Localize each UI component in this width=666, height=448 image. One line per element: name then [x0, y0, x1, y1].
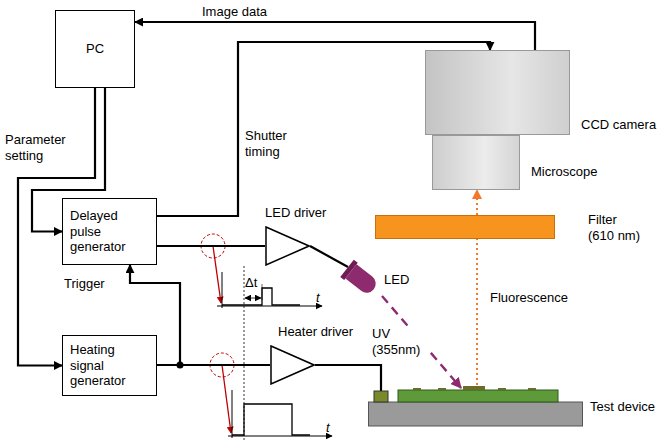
optical-filter: Filter (610 nm)	[375, 215, 555, 239]
alignment-line	[244, 266, 245, 440]
test-device-drawing	[368, 385, 583, 427]
pc-box: PC	[55, 10, 135, 88]
part-label: Microscope	[531, 164, 597, 180]
box-label: Heating signal generator	[70, 342, 149, 389]
driver-triangle	[270, 345, 315, 385]
led-driver: LED driver	[265, 226, 310, 266]
part-label: Heater driver	[278, 324, 353, 340]
part-label: Test device	[590, 399, 655, 415]
process-box: Delayed pulse generator	[62, 198, 157, 265]
connector-label: Parameter setting	[3, 132, 77, 165]
part-label: Filter (610 nm)	[588, 212, 646, 245]
driver-triangle	[265, 226, 310, 266]
ccd-camera: CCD camera	[425, 50, 570, 135]
connector-label: Trigger	[62, 276, 107, 292]
microscope: Microscope	[432, 135, 520, 190]
time-axis-label: t	[326, 420, 330, 436]
led: LED	[338, 258, 390, 304]
connector	[157, 245, 265, 247]
delay-tick	[262, 284, 263, 300]
delay-label: Δt	[245, 275, 257, 291]
heater-driver: Heater driver	[270, 345, 315, 385]
test-device: Test device	[368, 385, 583, 427]
box-label: Delayed pulse generator	[70, 208, 149, 255]
connector-label: Fluorescence	[488, 290, 570, 306]
probe-leader	[213, 246, 221, 303]
connector-label: Shutter timing	[243, 128, 305, 161]
waveform-axis	[222, 272, 223, 308]
part-label: LED driver	[265, 205, 326, 221]
connector	[315, 365, 381, 391]
led-pulse	[222, 288, 300, 305]
connector-label: UV (355nm)	[370, 326, 430, 359]
probe-leader	[222, 365, 231, 433]
led-symbol	[338, 258, 390, 304]
part-label: CCD camera	[581, 117, 656, 133]
connector-label: Image data	[200, 4, 269, 20]
connector	[310, 246, 348, 267]
connector	[135, 22, 535, 50]
process-box: Heating signal generator	[62, 335, 157, 396]
waveform-axis	[232, 390, 233, 438]
time-axis-label: t	[316, 290, 320, 306]
delay-arrow	[245, 298, 261, 299]
part-label: LED	[384, 272, 409, 288]
box-label: PC	[86, 41, 104, 57]
